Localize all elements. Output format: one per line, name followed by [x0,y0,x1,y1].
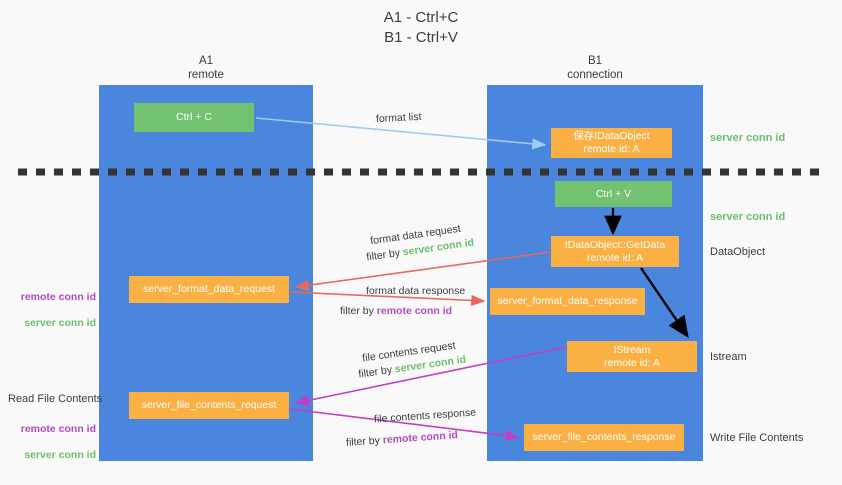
label-remote-conn-id: remote conn id [20,291,96,303]
box-server-file-contents-response[interactable]: server_file_contents_response [524,424,684,451]
label-read-file-contents: Read File Contents [8,393,103,405]
page-title: A1 - Ctrl+C B1 - Ctrl+V [383,9,459,46]
filter-remote-conn-id-text: remote conn id [382,429,459,447]
box-server-format-data-response[interactable]: server_format_data_response [490,288,645,315]
filter-prefix-text: filter by [357,363,396,381]
filter-prefix-text: filter by [365,246,404,264]
box-server-file-contents-request[interactable]: server_file_contents_request [129,392,289,419]
label-write-file-contents: Write File Contents [710,432,804,444]
box-ctrl-c[interactable]: Ctrl + C [134,103,254,132]
label-left-conn-ids-file: remote conn id server conn id [8,410,96,475]
label-format-data-response-filter: filter by remote conn id [340,304,452,319]
box-istream[interactable]: IStream remote id: A [567,341,697,372]
column-header-a1: A1 remote [188,55,224,81]
box-idataobject-getdata[interactable]: IDataObject::GetData remote id: A [551,236,679,267]
label-format-data-response: format data response [366,285,466,297]
label-format-list: format list [375,110,422,126]
label-istream: Istream [710,351,747,363]
label-server-conn-id-mid: server conn id [710,211,786,223]
label-dataobject: DataObject [710,246,766,258]
box-server-format-data-request[interactable]: server_format_data_request [129,276,289,303]
filter-remote-conn-id-text: remote conn id [376,305,453,317]
label-file-contents-response: file contents response [373,406,477,426]
label-remote-conn-id: remote conn id [20,423,96,435]
filter-prefix-text: filter by [345,434,384,449]
box-ctrl-v[interactable]: Ctrl + V [555,181,672,207]
box-save-idataobject[interactable]: 保存IDataObject remote id: A [551,128,672,158]
label-left-conn-ids-format: remote conn id server conn id [8,278,96,343]
column-header-b1: B1 connection [567,55,623,81]
filter-prefix-text: filter by [340,305,377,317]
label-server-conn-id: server conn id [24,317,96,329]
label-file-contents-response-filter: filter by remote conn id [346,428,459,451]
label-server-conn-id: server conn id [24,449,96,461]
label-server-conn-id-top: server conn id [710,132,786,144]
